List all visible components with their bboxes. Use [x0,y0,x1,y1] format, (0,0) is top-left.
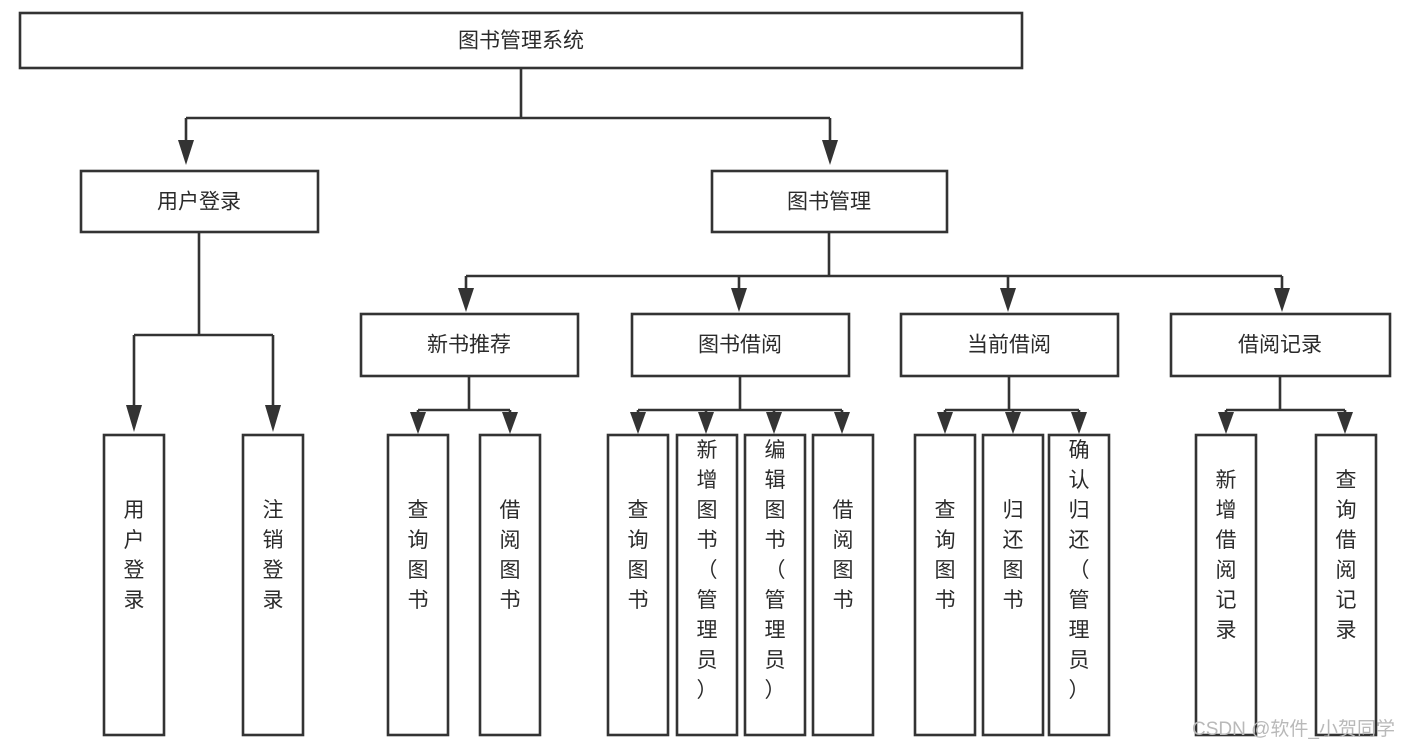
node-borrow-record-label: 借阅记录 [1238,334,1322,357]
node-leaf-query-book-1-label: 查询图书 [408,499,429,612]
arrow-head-icon [822,140,838,165]
node-borrow-record[interactable]: 借阅记录 [1169,312,1392,378]
node-leaf-query-book-3[interactable]: 查询图书 [913,433,977,737]
node-root[interactable]: 图书管理系统 [18,11,1024,70]
connector-currentborrow-to-leaves [937,376,1087,434]
arrow-head-icon [126,405,142,432]
arrow-head-icon [265,405,281,432]
node-leaf-add-record-label: 新增借阅记录 [1216,469,1237,642]
node-book-borrow-label: 图书借阅 [698,334,782,357]
node-new-book-recommend-label: 新书推荐 [427,334,511,357]
node-book-management-label: 图书管理 [787,191,871,214]
connector-userlogin-to-leaves [126,232,281,432]
node-leaf-borrow-book-1[interactable]: 借阅图书 [478,433,542,737]
node-root-label: 图书管理系统 [458,30,584,53]
node-leaf-user-logout[interactable]: 注销登录 [241,433,305,737]
node-leaf-borrow-book-2[interactable]: 借阅图书 [811,433,875,737]
node-leaf-confirm-return[interactable]: 确认归还（管理员） [1047,433,1111,737]
arrow-head-icon [1005,412,1021,434]
node-leaf-query-book-2[interactable]: 查询图书 [606,433,670,737]
arrow-head-icon [766,412,782,434]
arrow-head-icon [834,412,850,434]
node-leaf-return-book-label: 归还图书 [1003,499,1024,612]
node-leaf-user-login[interactable]: 用户登录 [102,433,166,737]
node-leaf-borrow-book-1-label: 借阅图书 [500,499,521,612]
node-leaf-user-logout-label: 注销登录 [263,499,284,612]
arrow-head-icon [937,412,953,434]
connector-bookborrow-to-leaves [630,376,850,434]
node-book-management[interactable]: 图书管理 [710,169,949,234]
arrow-head-icon [1274,288,1290,312]
arrow-head-icon [1218,412,1234,434]
connector-root-to-level1 [178,68,838,165]
node-leaf-query-book-2-label: 查询图书 [628,499,649,612]
node-user-login-label: 用户登录 [157,191,241,214]
node-leaf-add-book[interactable]: 新增图书（管理员） [675,433,739,737]
connector-newbook-to-leaves [410,376,518,434]
node-leaf-add-book-label: 新增图书（管理员） [697,439,718,702]
connector-bookmgmt-to-level2 [458,232,1290,312]
node-leaf-add-record[interactable]: 新增借阅记录 [1194,433,1258,737]
arrow-head-icon [1000,288,1016,312]
arrow-head-icon [502,412,518,434]
arrow-head-icon [458,288,474,312]
node-leaf-user-login-label: 用户登录 [124,499,145,612]
node-leaf-edit-book[interactable]: 编辑图书（管理员） [743,433,807,737]
arrow-head-icon [1337,412,1353,434]
node-leaf-query-book-3-label: 查询图书 [935,499,956,612]
arrow-head-icon [1071,412,1087,434]
node-leaf-query-book-1[interactable]: 查询图书 [386,433,450,737]
arrow-head-icon [410,412,426,434]
node-current-borrow-label: 当前借阅 [967,334,1051,357]
arrow-head-icon [698,412,714,434]
node-leaf-borrow-book-2-label: 借阅图书 [833,499,854,612]
arrow-head-icon [178,140,194,165]
arrow-head-icon [630,412,646,434]
node-user-login[interactable]: 用户登录 [79,169,320,234]
node-leaf-edit-book-label: 编辑图书（管理员） [765,439,786,702]
watermark-text: CSDN @软件_小贺同学 [1192,718,1395,740]
node-new-book-recommend[interactable]: 新书推荐 [359,312,580,378]
node-leaf-query-record-label: 查询借阅记录 [1336,469,1357,642]
node-leaf-confirm-return-label: 确认归还（管理员） [1069,439,1090,702]
arrow-head-icon [731,288,747,312]
node-current-borrow[interactable]: 当前借阅 [899,312,1120,378]
connector-borrowrecord-to-leaves [1218,376,1353,434]
node-leaf-return-book[interactable]: 归还图书 [981,433,1045,737]
node-book-borrow[interactable]: 图书借阅 [630,312,851,378]
node-leaf-query-record[interactable]: 查询借阅记录 [1314,433,1378,737]
